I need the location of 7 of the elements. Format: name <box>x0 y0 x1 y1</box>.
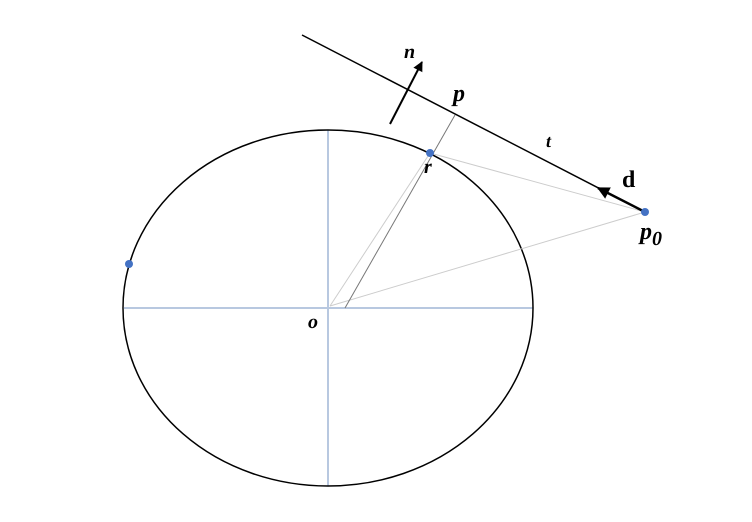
variable-label: d <box>622 168 636 192</box>
variable-label: p$_{0}$ <box>640 220 662 249</box>
variable-label: o <box>308 312 318 332</box>
variable-label: p <box>453 82 465 106</box>
variable-label: r <box>424 157 432 177</box>
variable-label: t <box>546 132 552 150</box>
variable-label: n <box>404 42 416 62</box>
